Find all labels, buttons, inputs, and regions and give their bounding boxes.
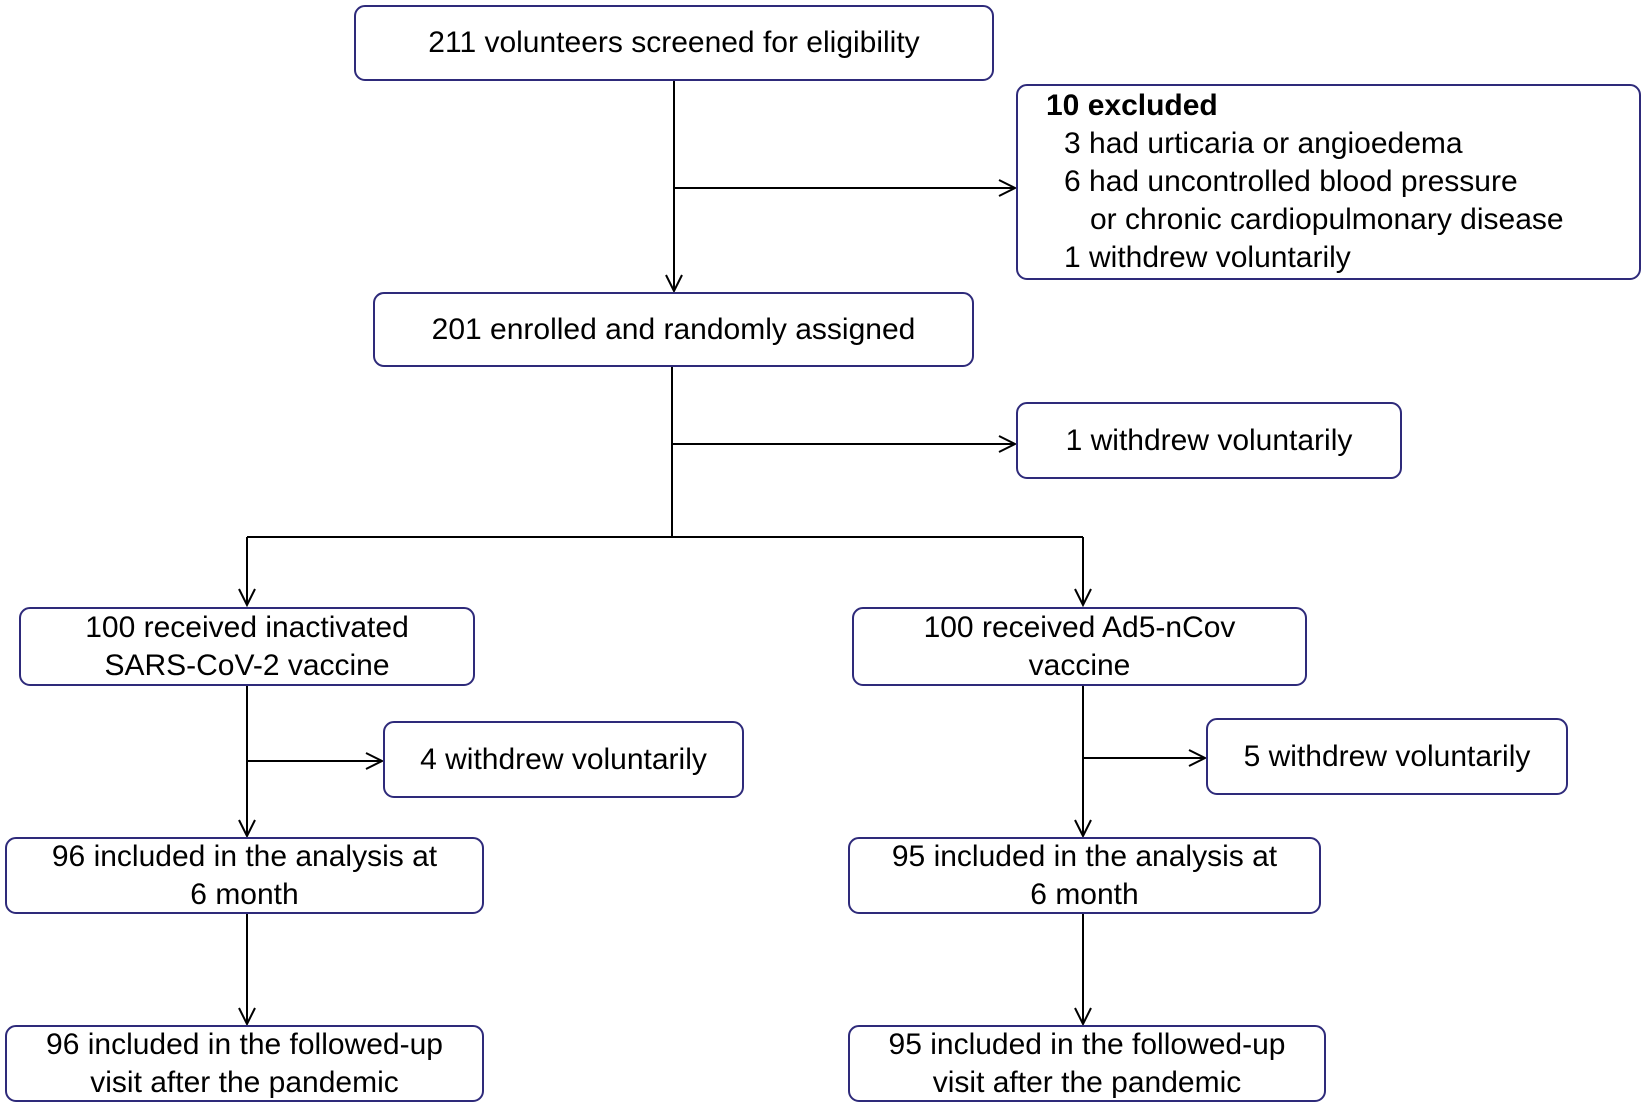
left-arm-followup-line: 96 included in the followed-up [46,1027,443,1061]
left-arm-analysis-box: 96 included in the analysis at 6 month [5,837,484,914]
right-arm-followup-box: 95 included in the followed-up visit aft… [848,1025,1326,1102]
right-arm-analysis-line: 95 included in the analysis at [891,839,1278,873]
screened-box: 211 volunteers screened for eligibility [354,5,994,81]
right-arm-followup-line: 95 included in the followed-up [888,1027,1286,1061]
left-arm-received-box: 100 received inactivated SARS-CoV-2 vacc… [19,607,475,686]
right-arm-analysis-box: 95 included in the analysis at 6 month [848,837,1321,914]
withdrew-after-enroll-text: 1 withdrew voluntarily [1065,423,1353,457]
right-arm-withdrew-text: 5 withdrew voluntarily [1243,739,1531,773]
right-arm-received-line: vaccine [1028,648,1131,682]
left-arm-analysis-line: 6 month [190,877,299,911]
left-arm-withdrew-text: 4 withdrew voluntarily [420,742,707,776]
excluded-item: or chronic cardiopulmonary disease [1090,203,1564,236]
right-arm-analysis-line: 6 month [1030,877,1139,911]
enrolled-box: 201 enrolled and randomly assigned [373,292,974,367]
left-arm-followup-box: 96 included in the followed-up visit aft… [5,1025,484,1102]
right-arm-received-line: 100 received Ad5-nCov [923,610,1236,644]
right-arm-followup-line: visit after the pandemic [932,1065,1242,1099]
left-arm-analysis-line: 96 included in the analysis at [51,839,438,873]
right-arm-received-box: 100 received Ad5-nCov vaccine [852,607,1307,686]
excluded-item: 1 withdrew voluntarily [1064,241,1351,274]
left-arm-followup-line: visit after the pandemic [90,1065,399,1099]
right-arm-withdrew-box: 5 withdrew voluntarily [1206,718,1568,795]
screened-text: 211 volunteers screened for eligibility [428,26,920,59]
excluded-box: 10 excluded 3 had urticaria or angioedem… [1016,84,1641,280]
left-arm-withdrew-box: 4 withdrew voluntarily [383,721,744,798]
left-arm-received-line: 100 received inactivated [85,610,409,644]
withdrew-after-enroll-box: 1 withdrew voluntarily [1016,402,1402,479]
excluded-title: 10 excluded [1046,89,1218,122]
left-arm-received-line: SARS-CoV-2 vaccine [104,648,390,682]
excluded-item: 3 had urticaria or angioedema [1064,127,1463,160]
enrolled-text: 201 enrolled and randomly assigned [431,312,916,346]
excluded-item: 6 had uncontrolled blood pressure [1064,165,1518,198]
